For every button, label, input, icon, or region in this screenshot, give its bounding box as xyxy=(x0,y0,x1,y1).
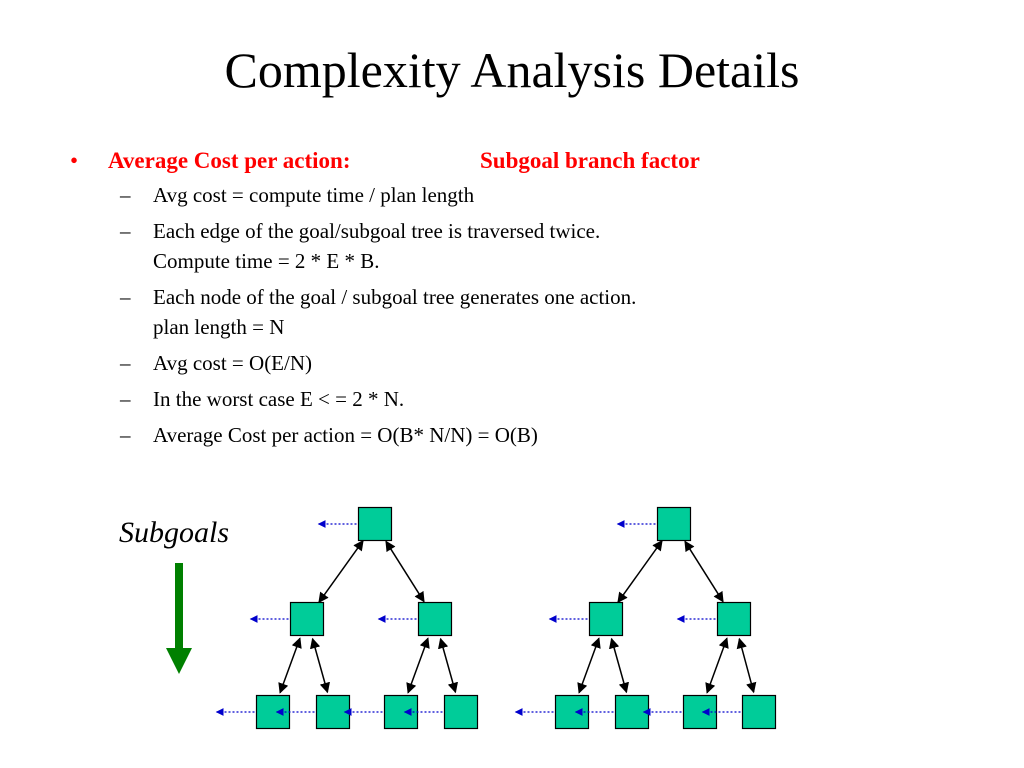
sub-bullet-item: –Avg cost = compute time / plan length xyxy=(70,180,970,210)
sub-bullet-item: –Each node of the goal / subgoal tree ge… xyxy=(70,282,970,342)
dash-marker: – xyxy=(120,423,131,447)
tree-node xyxy=(656,506,692,542)
sub-list-container: –Avg cost = compute time / plan length–E… xyxy=(70,180,970,450)
dash-marker: – xyxy=(120,219,131,243)
tree-edge xyxy=(577,637,601,694)
tree-edge xyxy=(609,637,629,694)
dash-marker: – xyxy=(120,351,131,375)
subgoals-label: Subgoals xyxy=(119,516,230,549)
dash-marker: – xyxy=(120,183,131,207)
sub-bullet-text: Average Cost per action = O(B* N/N) = O(… xyxy=(153,423,538,447)
tree-edge xyxy=(438,637,458,694)
right-heading: Subgoal branch factor xyxy=(480,148,700,173)
tree-node xyxy=(588,601,624,637)
tree-node xyxy=(289,601,325,637)
sub-bullet-text: In the worst case E < = 2 * N. xyxy=(153,387,405,411)
tree-node xyxy=(716,601,752,637)
slide-title: Complexity Analysis Details xyxy=(224,42,800,98)
tree-node xyxy=(741,694,777,730)
tree-edge xyxy=(406,637,430,694)
tree-node xyxy=(443,694,479,730)
tree-edge xyxy=(385,540,425,603)
tree-node xyxy=(357,506,393,542)
sub-bullet-item: –Each edge of the goal/subgoal tree is t… xyxy=(70,216,970,276)
tree-edge xyxy=(310,637,330,694)
tree-edge xyxy=(684,540,724,603)
sub-bullet-item: –In the worst case E < = 2 * N. xyxy=(70,384,970,414)
dash-marker: – xyxy=(120,387,131,411)
subgoal-arrow-head xyxy=(166,648,192,674)
tree-edge xyxy=(318,539,364,604)
tree-edge xyxy=(278,637,302,694)
tree-node xyxy=(383,694,419,730)
sub-list: –Avg cost = compute time / plan length–E… xyxy=(70,180,970,450)
sub-bullet-item: –Avg cost = O(E/N) xyxy=(70,348,970,378)
tree-edge xyxy=(617,539,663,604)
tree-node xyxy=(554,694,590,730)
sub-bullet-text: plan length = N xyxy=(153,315,285,339)
sub-bullet-item: –Average Cost per action = O(B* N/N) = O… xyxy=(70,420,970,450)
left-heading: Average Cost per action: xyxy=(108,148,351,173)
tree-edge xyxy=(736,637,757,694)
sub-bullet-text: Avg cost = compute time / plan length xyxy=(153,183,475,207)
sub-bullet-text: Each edge of the goal/subgoal tree is tr… xyxy=(153,219,601,243)
bullet-list: • Average Cost per action: Subgoal branc… xyxy=(70,146,970,456)
tree-node xyxy=(417,601,453,637)
main-bullet: • Average Cost per action: Subgoal branc… xyxy=(70,146,970,176)
bullet-marker: • xyxy=(70,148,79,173)
sub-bullet-text: Avg cost = O(E/N) xyxy=(153,351,313,375)
sub-bullet-text: Each node of the goal / subgoal tree gen… xyxy=(153,285,637,309)
sub-bullet-text: Compute time = 2 * E * B. xyxy=(153,249,380,273)
tree-edge xyxy=(705,637,729,694)
dash-marker: – xyxy=(120,285,131,309)
